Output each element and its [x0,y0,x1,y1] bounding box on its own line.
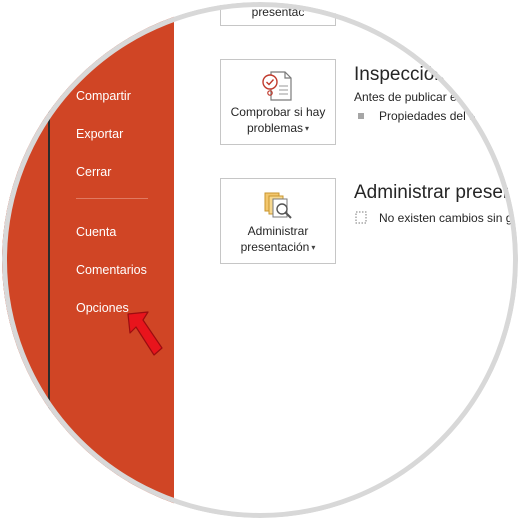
manage-presentation-button[interactable]: Administrar presentación▾ [220,178,336,264]
inspect-document-icon [262,71,292,101]
document-dotted-icon [355,211,367,224]
pointer-arrow-icon [127,311,163,356]
info-panel: presentac Comprobar si hay problemas▾ In… [174,2,518,518]
check-issues-button[interactable]: Comprobar si hay problemas▾ [220,59,336,145]
backstage-sidebar: mir Compartir Exportar Cerrar Cuenta Com… [2,2,174,518]
manage-presentation-label-line1: Administrar [247,224,309,238]
manage-presentation-label-line2: presentación▾ [240,240,316,254]
manage-presentation-icon [264,192,292,219]
check-issues-label-line2: problemas▾ [246,121,310,135]
sidebar-item-compartir[interactable]: Compartir [76,89,131,103]
manage-section-note: No existen cambios sin g [379,211,513,225]
inspect-bullet-text: Propiedades del d [379,109,476,123]
sidebar-item-exportar[interactable]: Exportar [76,127,124,141]
sidebar-item-imprimir[interactable]: mir [76,51,94,65]
inspect-section-title: Inspección [354,64,445,85]
sidebar-item-cuenta[interactable]: Cuenta [76,225,117,239]
sidebar-divider [76,198,148,199]
top-partial-button-label: presentac [251,5,305,19]
top-partial-button[interactable]: presentac [220,2,336,26]
check-issues-label-line1: Comprobar si hay [230,105,326,119]
inspect-section-description: Antes de publicar e [354,90,457,104]
sidebar-item-opciones[interactable]: Opciones [76,301,129,315]
sidebar-item-comentarios[interactable]: Comentarios [76,263,147,277]
sidebar-edge-line [48,2,50,518]
chevron-down-icon: ▾ [311,243,316,252]
chevron-down-icon: ▾ [305,124,310,133]
manage-section-title: Administrar presen [354,182,514,203]
bullet-square-icon [358,113,364,119]
sidebar-item-cerrar[interactable]: Cerrar [76,165,112,179]
